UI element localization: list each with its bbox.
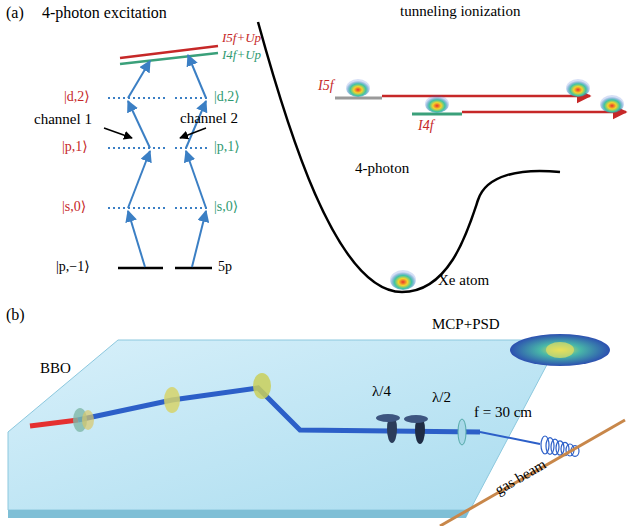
state-label: |p,−1⟩ bbox=[56, 259, 90, 274]
state-label: |d,2⟩ bbox=[214, 89, 240, 104]
panel-label: (b) bbox=[6, 306, 25, 324]
state-label: |d,2⟩ bbox=[64, 89, 90, 104]
gas-beam-label: gas beam bbox=[492, 456, 549, 498]
state-label: |p,1⟩ bbox=[214, 139, 240, 154]
process-title: 4-photon excitation bbox=[42, 4, 167, 22]
state-label: |s,0⟩ bbox=[214, 199, 238, 214]
atom-label: Xe atom bbox=[438, 272, 489, 289]
energy-label: I5f bbox=[318, 78, 334, 93]
crystal-label: BBO bbox=[40, 360, 71, 377]
waveplate-label: λ/4 bbox=[372, 383, 391, 400]
process-title: tunneling ionization bbox=[400, 3, 520, 20]
channel-label: channel 2 bbox=[180, 110, 238, 127]
state-label: 5p bbox=[218, 259, 232, 274]
state-label: |s,0⟩ bbox=[62, 199, 86, 214]
waveplate-label: λ/2 bbox=[432, 389, 451, 406]
channel-label: channel 1 bbox=[34, 111, 92, 128]
energy-label: I4f+Up bbox=[222, 48, 261, 62]
panel-label: (a) bbox=[6, 4, 24, 22]
lens-label: f = 30 cm bbox=[474, 404, 532, 421]
detector-label: MCP+PSD bbox=[432, 316, 500, 333]
energy-label: I4f bbox=[418, 118, 434, 133]
energy-label: I5f+Up bbox=[222, 31, 261, 45]
process-label: 4-photon bbox=[355, 160, 409, 177]
state-label: |p,1⟩ bbox=[62, 139, 88, 154]
